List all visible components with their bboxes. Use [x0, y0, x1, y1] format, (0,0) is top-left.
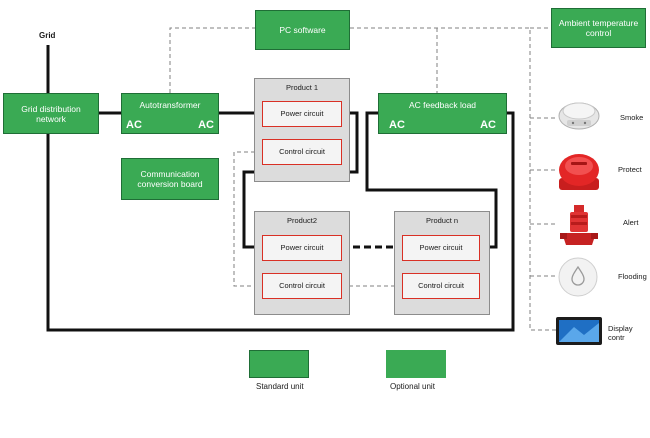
alarm-light-icon: [558, 203, 600, 247]
legend-standard-swatch: [249, 350, 309, 378]
grid-label: Grid: [39, 31, 56, 40]
grid-distribution-box: Grid distribution network: [3, 93, 99, 134]
pc-software-label: PC software: [279, 25, 326, 35]
product-2-control-circuit: Control circuit: [262, 273, 342, 299]
autotransformer-ac-left: AC: [126, 119, 142, 131]
product-n-title: Product n: [425, 216, 459, 225]
legend-standard-label: Standard unit: [256, 382, 304, 391]
smoke-detector-icon: [557, 96, 602, 136]
device-display-label: Display contr: [608, 324, 633, 342]
load-ac-right: AC: [480, 119, 496, 131]
ac-feedback-load-label: AC feedback load: [408, 100, 477, 110]
product-2-title: Product2: [286, 216, 318, 225]
power-line-return-grid: [46, 111, 515, 332]
legend-optional-swatch: [386, 350, 446, 378]
pc-software-box: PC software: [255, 10, 350, 50]
device-smoke-label: Smoke: [620, 113, 644, 122]
product-n-control-circuit: Control circuit: [402, 273, 480, 299]
touch-display-icon: [556, 317, 602, 345]
product-1-title: Product 1: [285, 83, 319, 92]
autotransformer-label: Autotransformer: [139, 100, 201, 110]
device-protect-label: Protect: [618, 165, 642, 174]
device-alert-label: Alert: [623, 218, 639, 227]
communication-board-label: Communication conversion board: [137, 169, 203, 189]
product-1-power-circuit: Power circuit: [262, 101, 342, 127]
product-n-power-circuit: Power circuit: [402, 235, 480, 261]
device-flooding-label: Flooding: [618, 272, 647, 281]
comm-line-pc-bus: [350, 27, 556, 331]
product-1: Product 1: [254, 78, 350, 182]
autotransformer-box: Autotransformer AC AC: [121, 93, 219, 134]
ac-feedback-load-box: AC feedback load AC AC: [378, 93, 507, 134]
ambient-control-label: Ambient temperature control: [558, 18, 639, 38]
product-2: Product2: [254, 211, 350, 315]
power-line-productn-load: [365, 111, 498, 249]
communication-board-box: Communication conversion board: [121, 158, 219, 200]
emergency-stop-button-icon: [555, 150, 603, 192]
flood-sensor-icon: [557, 256, 599, 298]
comm-line-control-1-2: [233, 151, 262, 287]
comm-line-pc-autotransformer: [169, 27, 255, 93]
product-1-control-circuit: Control circuit: [262, 139, 342, 165]
product-2-power-circuit: Power circuit: [262, 235, 342, 261]
legend-optional-label: Optional unit: [390, 382, 435, 391]
ambient-control-box: Ambient temperature control: [551, 8, 646, 48]
grid-distribution-label: Grid distribution network: [21, 104, 81, 124]
product-n: Product n: [394, 211, 490, 315]
autotransformer-ac-right: AC: [198, 119, 214, 131]
load-ac-left: AC: [389, 119, 405, 131]
